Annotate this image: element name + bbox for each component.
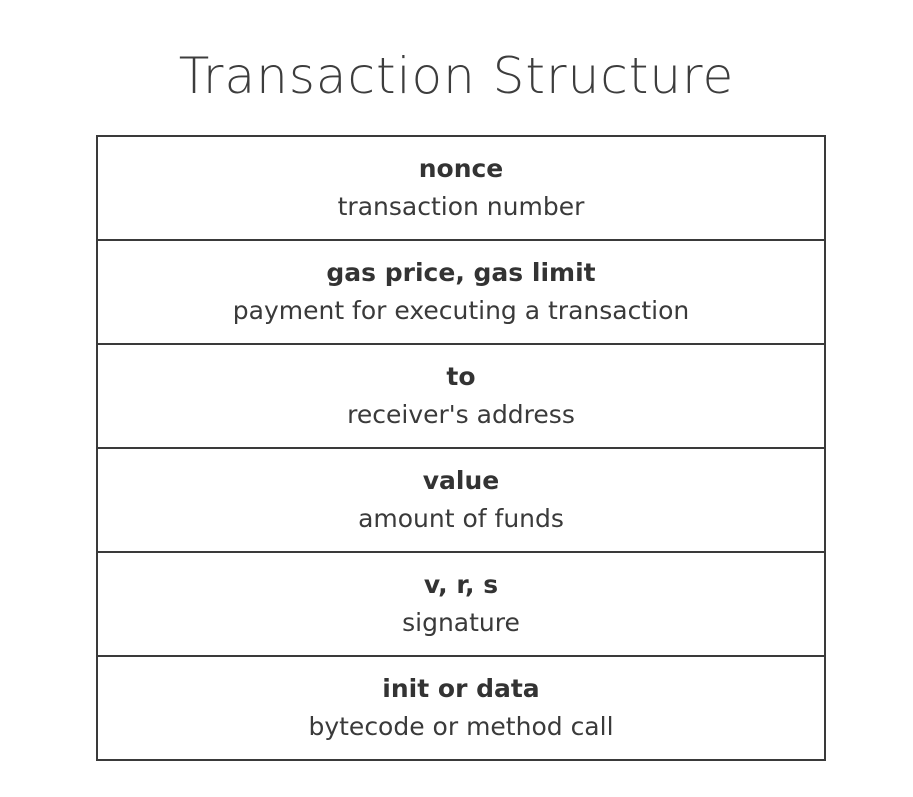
- field-name: value: [422, 466, 500, 495]
- field-row-to: to receiver's address: [98, 345, 824, 449]
- field-row-signature: v, r, s signature: [98, 553, 824, 657]
- field-description: transaction number: [337, 192, 585, 221]
- field-description: amount of funds: [358, 504, 564, 533]
- field-name: v, r, s: [423, 570, 499, 599]
- field-row-nonce: nonce transaction number: [98, 137, 824, 241]
- transaction-structure-table: nonce transaction number gas price, gas …: [96, 135, 826, 761]
- field-description: bytecode or method call: [308, 712, 614, 741]
- field-description: signature: [402, 608, 520, 637]
- field-row-data: init or data bytecode or method call: [98, 657, 824, 759]
- field-name: nonce: [418, 154, 504, 183]
- field-row-value: value amount of funds: [98, 449, 824, 553]
- field-description: receiver's address: [347, 400, 575, 429]
- field-description: payment for executing a transaction: [232, 296, 690, 325]
- field-name: init or data: [382, 674, 540, 703]
- field-name: to: [446, 362, 476, 391]
- field-name: gas price, gas limit: [326, 258, 596, 287]
- field-row-gas: gas price, gas limit payment for executi…: [98, 241, 824, 345]
- page-title: Transaction Structure: [178, 47, 735, 105]
